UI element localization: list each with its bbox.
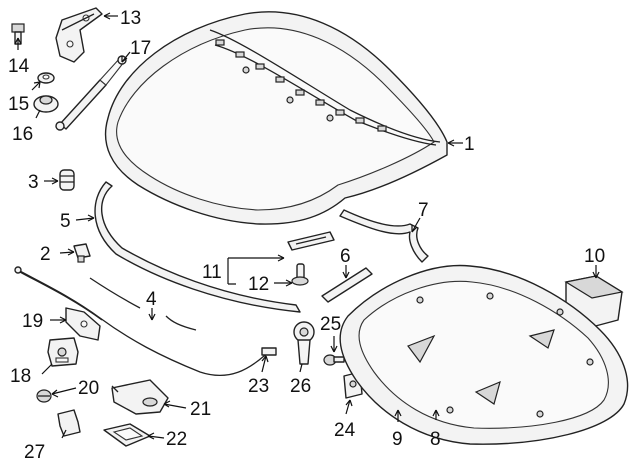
holder-screw	[323, 354, 345, 366]
callout-3: 3	[28, 172, 39, 193]
callout-21: 21	[190, 399, 211, 420]
cable-bracket	[65, 307, 101, 341]
handle-bezel	[103, 423, 151, 447]
hood-vent-slots	[215, 39, 387, 132]
callout-27: 27	[24, 442, 45, 463]
callout-15: 15	[8, 94, 29, 115]
callout-19: 19	[22, 311, 43, 332]
callout-22: 22	[166, 429, 187, 450]
callout-6: 6	[340, 246, 351, 267]
callout-17: 17	[130, 38, 151, 59]
hood-latch	[47, 337, 79, 367]
callout-23: 23	[248, 376, 269, 397]
callout-labels: 1 2 3 4 5 6 7 8 9 10 11 12 13 14 15 16 1…	[8, 8, 605, 463]
callout-12: 12	[248, 274, 269, 295]
release-handle	[111, 379, 169, 415]
callout-26: 26	[290, 376, 311, 397]
hood-insulator	[339, 264, 629, 445]
hood-emblem	[287, 231, 335, 251]
emblem-clip	[291, 263, 309, 286]
prop-rod-holder	[293, 321, 315, 365]
callout-11: 11	[202, 262, 222, 283]
front-seal	[94, 181, 301, 313]
hood-hinge	[55, 7, 103, 63]
grommet	[33, 95, 59, 113]
callout-14: 14	[8, 56, 30, 77]
latch-screw	[36, 389, 52, 403]
side-seals	[89, 277, 197, 331]
seal-clip	[73, 243, 91, 263]
release-cable	[14, 266, 277, 377]
callout-25: 25	[320, 314, 341, 335]
callout-20: 20	[78, 378, 99, 399]
callout-7: 7	[418, 200, 429, 221]
gas-strut	[55, 55, 127, 131]
callout-2: 2	[40, 244, 51, 265]
callout-16: 16	[12, 124, 33, 145]
callout-13: 13	[120, 8, 141, 29]
trim-strip	[321, 267, 373, 303]
callout-1: 1	[464, 134, 475, 155]
callout-8: 8	[430, 429, 441, 450]
callout-9: 9	[392, 429, 403, 450]
washer	[37, 72, 55, 84]
release-clip	[57, 409, 81, 437]
hood-panel	[104, 11, 448, 225]
leader-lines	[14, 12, 600, 440]
rear-seal	[339, 209, 429, 263]
bumper-stop	[59, 169, 75, 191]
callout-18: 18	[10, 366, 31, 387]
callout-4: 4	[146, 289, 157, 310]
callout-5: 5	[60, 211, 71, 232]
callout-10: 10	[584, 246, 605, 267]
callout-24: 24	[334, 420, 356, 441]
